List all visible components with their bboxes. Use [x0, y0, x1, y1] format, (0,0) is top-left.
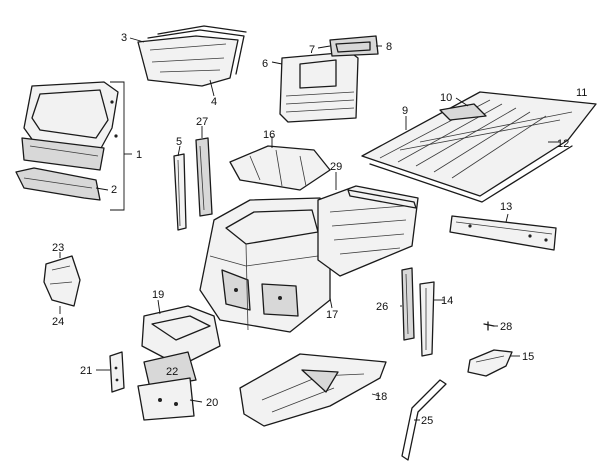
callout-7: 7 — [309, 44, 315, 56]
callout-21: 21 — [80, 365, 92, 377]
callout-26: 26 — [376, 301, 388, 313]
cargo-bed-frame — [317, 185, 419, 277]
callout-10: 10 — [440, 92, 452, 104]
callout-14: 14 — [441, 295, 453, 307]
callout-25: 25 — [421, 415, 433, 427]
callout-28: 28 — [500, 321, 512, 333]
leader-lines — [59, 37, 560, 421]
callout-4: 4 — [211, 96, 217, 108]
callout-22: 22 — [166, 366, 178, 378]
callout-1: 1 — [136, 149, 142, 161]
small-plate — [109, 351, 125, 393]
side-pillars — [173, 137, 213, 231]
bolt — [483, 321, 495, 331]
lower-front-panel — [15, 167, 101, 201]
windshield-glass — [137, 25, 247, 87]
rear-cross-member — [449, 215, 557, 251]
cab-body — [199, 197, 331, 333]
callout-19: 19 — [152, 289, 164, 301]
callout-6: 6 — [262, 58, 268, 70]
callout-2: 2 — [111, 184, 117, 196]
roof-panel — [229, 145, 331, 191]
callout-23: 23 — [52, 242, 64, 254]
callout-12: 12 — [557, 138, 569, 150]
front-fender-assembly — [137, 305, 221, 421]
corner-bracket — [43, 255, 81, 307]
callout-18: 18 — [375, 391, 387, 403]
callout-8: 8 — [386, 41, 392, 53]
callout-16: 16 — [263, 129, 275, 141]
front-cab-frame — [21, 81, 119, 171]
callout-labels: 1 2 3 4 5 6 7 8 9 10 11 12 13 14 15 16 1… — [52, 32, 587, 427]
rear-cab-panel — [279, 35, 379, 123]
callout-bracket — [110, 81, 132, 211]
callout-9: 9 — [402, 105, 408, 117]
callout-24: 24 — [52, 316, 64, 328]
curved-rail — [401, 379, 447, 461]
callout-13: 13 — [500, 201, 512, 213]
callout-15: 15 — [522, 351, 534, 363]
rear-pillars — [401, 267, 435, 357]
callout-3: 3 — [121, 32, 127, 44]
callout-17: 17 — [326, 309, 338, 321]
cargo-bed-floor — [361, 91, 597, 203]
callout-5: 5 — [176, 136, 182, 148]
callout-11: 11 — [576, 87, 587, 99]
callout-20: 20 — [206, 397, 218, 409]
callout-27: 27 — [196, 116, 208, 128]
callout-29: 29 — [330, 161, 342, 173]
hinge-bracket — [467, 349, 513, 377]
floor-pan — [239, 353, 387, 427]
